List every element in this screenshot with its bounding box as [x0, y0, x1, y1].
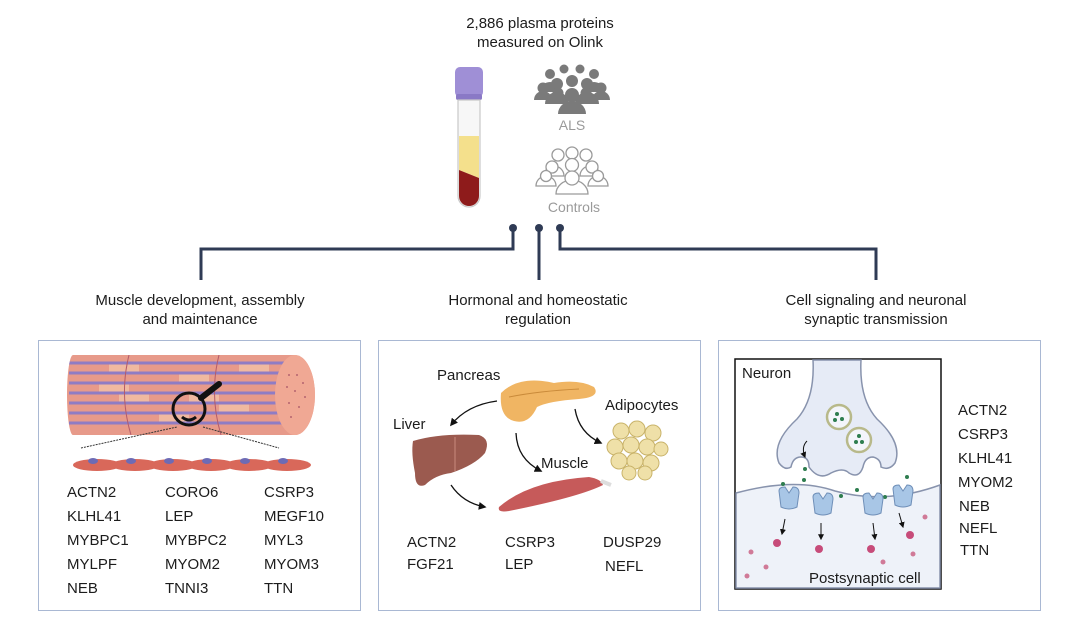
gene: LEP: [505, 556, 534, 573]
signal-molecules: [744, 514, 928, 579]
gene: MEGF10: [264, 508, 325, 525]
connector-dot-right: [556, 224, 564, 232]
category-title-line: regulation: [505, 311, 571, 328]
postsynaptic-membrane: [735, 483, 941, 589]
gene: CORO6: [165, 484, 219, 501]
gene: ACTN2: [958, 402, 1008, 419]
title-line-1: 2,886 plasma proteins: [466, 15, 614, 32]
muscle-fiber-illustration: [67, 355, 315, 471]
category-title-line: synaptic transmission: [804, 311, 948, 328]
overview-title: 2,886 plasma proteins measured on Olink: [420, 14, 660, 52]
title-line-2: measured on Olink: [477, 34, 603, 51]
label-liver: Liver: [393, 416, 426, 433]
gene: MYBPC2: [165, 532, 227, 549]
blood-tube-icon: [455, 67, 483, 208]
synapse-illustration: [734, 358, 942, 590]
group-label-controls: Controls: [547, 199, 601, 215]
gene: MYBPC1: [67, 532, 129, 549]
muscle-icon: [498, 477, 603, 512]
gene: CSRP3: [505, 534, 556, 551]
label-pancreas: Pancreas: [437, 367, 501, 384]
receptors: [778, 484, 914, 516]
category-title-hormonal: Hormonal and homeostatic regulation: [378, 291, 698, 329]
pancreas-icon: [500, 380, 596, 422]
gene: MYOM2: [958, 474, 1014, 491]
gene: ACTN2: [67, 484, 117, 501]
gene: CSRP3: [264, 484, 315, 501]
people-outline-icon: [535, 146, 609, 195]
connector-dot-left: [509, 224, 517, 232]
category-title-line: and maintenance: [142, 311, 258, 328]
gene: TNNI3: [165, 580, 209, 597]
panel-signaling: Neuron Postsynaptic cell ACTN2 CSRP3 KLH…: [718, 340, 1041, 611]
group-label-als: ALS: [558, 117, 586, 133]
gene: MYLPF: [67, 556, 118, 573]
gene: MYL3: [264, 532, 304, 549]
organs-illustration: [412, 380, 669, 512]
magnifier-icon: [171, 391, 207, 427]
gene: CSRP3: [958, 426, 1009, 443]
category-title-line: Cell signaling and neuronal: [785, 292, 967, 309]
label-neuron: Neuron: [742, 365, 792, 382]
people-filled-icon: [534, 64, 610, 114]
connector-dot-center: [535, 224, 543, 232]
gene: MYOM3: [264, 556, 320, 573]
panel-hormonal: Pancreas Liver Adipocytes Muscle ACTN2 C…: [378, 340, 701, 611]
gene: MYOM2: [165, 556, 221, 573]
gene: TTN: [960, 542, 990, 559]
gene: TTN: [264, 580, 294, 597]
label-postsynaptic-cell: Postsynaptic cell: [809, 570, 921, 587]
adipocytes-icon: [606, 420, 669, 481]
label-adipocytes: Adipocytes: [605, 397, 679, 414]
connector-right: [558, 228, 878, 280]
liver-icon: [412, 434, 487, 486]
category-title-line: Hormonal and homeostatic: [448, 292, 628, 309]
gene: ACTN2: [407, 534, 457, 551]
panel-muscle: ACTN2 CORO6 CSRP3 KLHL41 LEP MEGF10 MYBP…: [38, 340, 361, 611]
category-title-signaling: Cell signaling and neuronal synaptic tra…: [716, 291, 1036, 329]
gene: FGF21: [407, 556, 454, 573]
gene: DUSP29: [603, 534, 662, 551]
gene: NEFL: [959, 520, 998, 537]
gene: NEB: [67, 580, 98, 597]
connector-lines: [199, 224, 878, 280]
category-title-muscle: Muscle development, assembly and mainten…: [40, 291, 360, 329]
category-title-line: Muscle development, assembly: [95, 292, 305, 309]
myofibril-chain: [73, 458, 311, 471]
gene: KLHL41: [67, 508, 122, 525]
label-muscle: Muscle: [541, 455, 589, 472]
gene: NEB: [959, 498, 990, 515]
gene: LEP: [165, 508, 194, 525]
gene: KLHL41: [958, 450, 1013, 467]
gene: NEFL: [605, 558, 644, 575]
connector-left: [199, 228, 515, 280]
